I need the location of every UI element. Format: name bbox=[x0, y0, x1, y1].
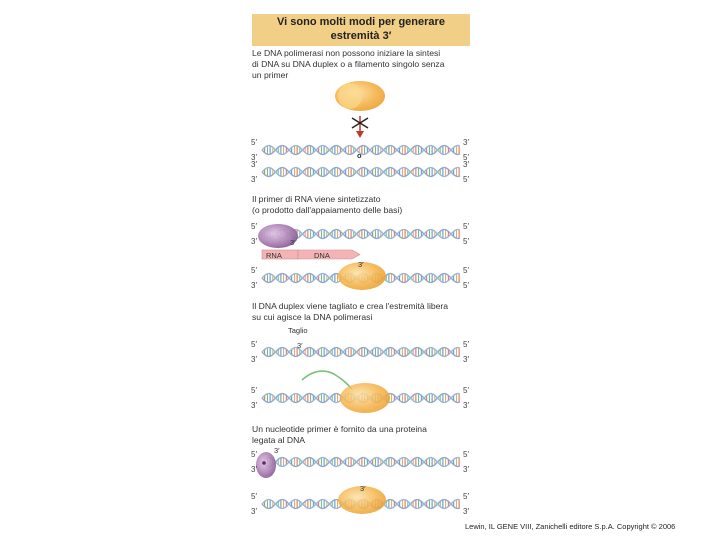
strand-end-label: 5′ bbox=[463, 237, 469, 246]
primer-end-label: 3′ bbox=[290, 238, 296, 247]
strand-end-label: 5′ bbox=[251, 222, 257, 231]
strand-end-label: 3′ bbox=[251, 281, 257, 290]
strand-end-label: 5′ bbox=[251, 266, 257, 275]
protein-end-label: 3′ bbox=[274, 446, 280, 455]
strand-end-label: 5′ bbox=[463, 340, 469, 349]
section2-line-1: Il primer di RNA viene sintetizzato bbox=[252, 194, 381, 204]
strand-end-label: 3′ bbox=[463, 401, 469, 410]
dna-label: DNA bbox=[314, 251, 330, 260]
dna-extension-arrow bbox=[297, 249, 361, 260]
strand-end-label: 3′ bbox=[251, 153, 257, 162]
strand-end-label: 3′ bbox=[463, 160, 469, 169]
strand-end-label: 5′ bbox=[463, 492, 469, 501]
section3-line-2: su cui agisce la DNA polimerasi bbox=[252, 312, 373, 322]
strand-end-label: 5′ bbox=[463, 386, 469, 395]
dna-backbone-strand bbox=[261, 144, 461, 156]
dna-polymerase-blob-2 bbox=[338, 262, 386, 290]
polymerase-end-label-2: 3′ bbox=[360, 484, 366, 493]
strand-end-label: 3′ bbox=[251, 237, 257, 246]
strand-end-label: 5′ bbox=[463, 450, 469, 459]
dna-backbone-strand bbox=[261, 166, 461, 178]
strand-end-label: 3′ bbox=[463, 355, 469, 364]
strand-end-label: 5′ bbox=[251, 492, 257, 501]
section4-line-1: Un nucleotide primer è fornito da una pr… bbox=[252, 424, 427, 434]
strand-end-label: 5′ bbox=[251, 138, 257, 147]
primer-nucleotide bbox=[262, 461, 266, 465]
title-line-1: Vi sono molti modi per generare bbox=[277, 16, 445, 28]
strand-end-label: 3′ bbox=[463, 465, 469, 474]
displaced-strand bbox=[301, 370, 353, 390]
dna-backbone-strand bbox=[261, 228, 461, 240]
strand-end-label: 5′ bbox=[251, 450, 257, 459]
blocked-arrow-head bbox=[356, 131, 364, 138]
dna-backbone-strand bbox=[261, 456, 461, 468]
origin-label: o bbox=[357, 151, 362, 160]
strand-end-label: 3′ bbox=[251, 465, 257, 474]
strand-end-label: 5′ bbox=[463, 175, 469, 184]
primer-protein-blob bbox=[256, 452, 276, 478]
strand-end-label: 5′ bbox=[251, 386, 257, 395]
dna-backbone-strand bbox=[261, 144, 461, 156]
strand-end-label: 3′ bbox=[463, 507, 469, 516]
strand-end-label: 5′ bbox=[463, 222, 469, 231]
strand-end-label: 3′ bbox=[251, 355, 257, 364]
dna-backbone-strand bbox=[261, 346, 461, 358]
section1-line-3: un primer bbox=[252, 70, 289, 80]
polymerase-end-label: 3′ bbox=[358, 260, 364, 269]
dna-polymerase-blob-4 bbox=[338, 486, 386, 514]
section1-line-1: Le DNA polimerasi non possono iniziare l… bbox=[252, 48, 441, 58]
title-line-2: estremità 3′ bbox=[330, 30, 392, 42]
dna-polymerase-highlight bbox=[338, 83, 362, 109]
copyright-credit: Lewin, IL GENE VIII, Zanichelli editore … bbox=[465, 522, 676, 531]
dna-backbone-strand bbox=[261, 166, 461, 178]
section1-line-2: di DNA su DNA duplex o a filamento singo… bbox=[252, 59, 445, 69]
rna-label: RNA bbox=[266, 251, 282, 260]
strand-end-label: 3′ bbox=[251, 401, 257, 410]
dna-backbone-strand bbox=[261, 346, 461, 358]
dna-polymerase-blob-3 bbox=[340, 383, 390, 413]
section2-line-2: (o prodotto dall'appaiamento delle basi) bbox=[252, 205, 403, 215]
cut-label: Taglio bbox=[288, 326, 308, 335]
section4-line-2: legata al DNA bbox=[252, 435, 306, 445]
section3-line-1: Il DNA duplex viene tagliato e crea l'es… bbox=[252, 301, 449, 311]
strand-end-label: 5′ bbox=[463, 153, 469, 162]
primase-blob bbox=[258, 224, 298, 248]
strand-end-label: 3′ bbox=[251, 160, 257, 169]
block-cross-line-2 bbox=[351, 117, 369, 129]
strand-end-label: 5′ bbox=[251, 340, 257, 349]
strand-end-label: 5′ bbox=[463, 281, 469, 290]
diagram-extras bbox=[256, 81, 390, 514]
strand-end-label: 3′ bbox=[251, 175, 257, 184]
strand-end-label: 3′ bbox=[463, 138, 469, 147]
dna-backbone-strand bbox=[261, 456, 461, 468]
cut-end-label: 3′ bbox=[297, 341, 303, 350]
title-box: Vi sono molti modi per generare estremit… bbox=[252, 14, 470, 46]
strand-end-label: 3′ bbox=[251, 507, 257, 516]
strand-end-label: 5′ bbox=[463, 266, 469, 275]
